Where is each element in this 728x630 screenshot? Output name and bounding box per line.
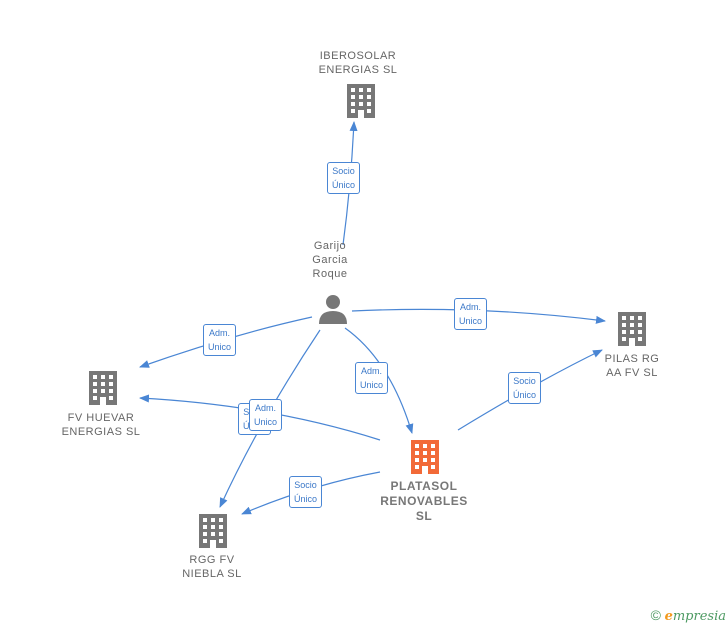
edge-label-line1: Socio xyxy=(294,480,317,490)
person-label[interactable]: Garijo Garcia Roque xyxy=(290,239,370,281)
platasol-building-icon[interactable] xyxy=(411,440,439,474)
fvhuevar-building-icon[interactable] xyxy=(89,371,117,405)
edge-label-line2: Unico xyxy=(254,417,278,427)
edge-label-person-rggfv: Adm. Unico xyxy=(249,399,283,431)
pilas-label[interactable]: PILAS RG AA FV SL xyxy=(592,352,672,380)
edge-label-line1: Socio xyxy=(513,376,536,386)
edge-label-line1: Adm. xyxy=(209,328,231,338)
edge-label-line2: Unico xyxy=(208,342,232,352)
rggfv-label-line1: RGG FV xyxy=(189,554,235,566)
copyright-symbol: © xyxy=(650,607,661,623)
edge-label-person-platasol: Adm. Unico xyxy=(355,362,389,394)
platasol-label-line3: SL xyxy=(415,509,433,523)
platasol-label-line2: RENOVABLES xyxy=(380,494,468,508)
iberosolar-label-line1: IBEROSOLAR xyxy=(319,50,397,62)
person-label-line1: Garijo xyxy=(313,240,347,252)
edge-label-line1: Socio xyxy=(332,166,355,176)
edge-label-line1: Adm. xyxy=(361,366,383,376)
edge-label-platasol-rggfv: Socio Único xyxy=(289,476,323,508)
brand-logo-e: e xyxy=(664,609,673,624)
fvhuevar-label[interactable]: FV HUEVAR ENERGIAS SL xyxy=(41,411,161,439)
brand-name: mpresia xyxy=(672,609,726,624)
pilas-label-line2: AA FV SL xyxy=(606,367,658,379)
edge-label-line2: Único xyxy=(513,390,537,400)
edge-label-line2: Único xyxy=(332,180,356,190)
rggfv-building-icon[interactable] xyxy=(199,514,227,548)
edge-label-platasol-pilas: Socio Único xyxy=(508,372,542,404)
iberosolar-label-line2: ENERGIAS SL xyxy=(318,64,398,76)
pilas-label-line1: PILAS RG xyxy=(604,353,660,365)
iberosolar-building-icon[interactable] xyxy=(347,84,375,118)
edge-label-person-iberosolar: Socio Único xyxy=(327,162,361,194)
empresia-footer[interactable]: © empresia xyxy=(651,607,726,624)
edge-label-line2: Único xyxy=(294,494,318,504)
person-label-line3: Roque xyxy=(312,268,348,280)
fvhuevar-label-line1: FV HUEVAR xyxy=(67,412,135,424)
person-label-line2: Garcia xyxy=(312,254,348,266)
rggfv-label-line2: NIEBLA SL xyxy=(182,568,242,580)
edge-label-line2: Unico xyxy=(459,316,483,326)
person-icon[interactable] xyxy=(318,294,348,324)
edge-label-line2: Unico xyxy=(360,380,384,390)
edge-label-person-pilas: Adm. Unico xyxy=(454,298,488,330)
edge-label-person-fvhuevar: Adm. Unico xyxy=(203,324,237,356)
iberosolar-label[interactable]: IBEROSOLAR ENERGIAS SL xyxy=(298,49,418,77)
edge-label-line1: Adm. xyxy=(460,302,482,312)
platasol-label[interactable]: PLATASOL RENOVABLES SL xyxy=(364,479,484,524)
fvhuevar-label-line2: ENERGIAS SL xyxy=(61,426,141,438)
platasol-label-line1: PLATASOL xyxy=(390,479,458,493)
pilas-building-icon[interactable] xyxy=(618,312,646,346)
rggfv-label[interactable]: RGG FV NIEBLA SL xyxy=(162,553,262,581)
edge-label-line1: Adm. xyxy=(255,403,277,413)
